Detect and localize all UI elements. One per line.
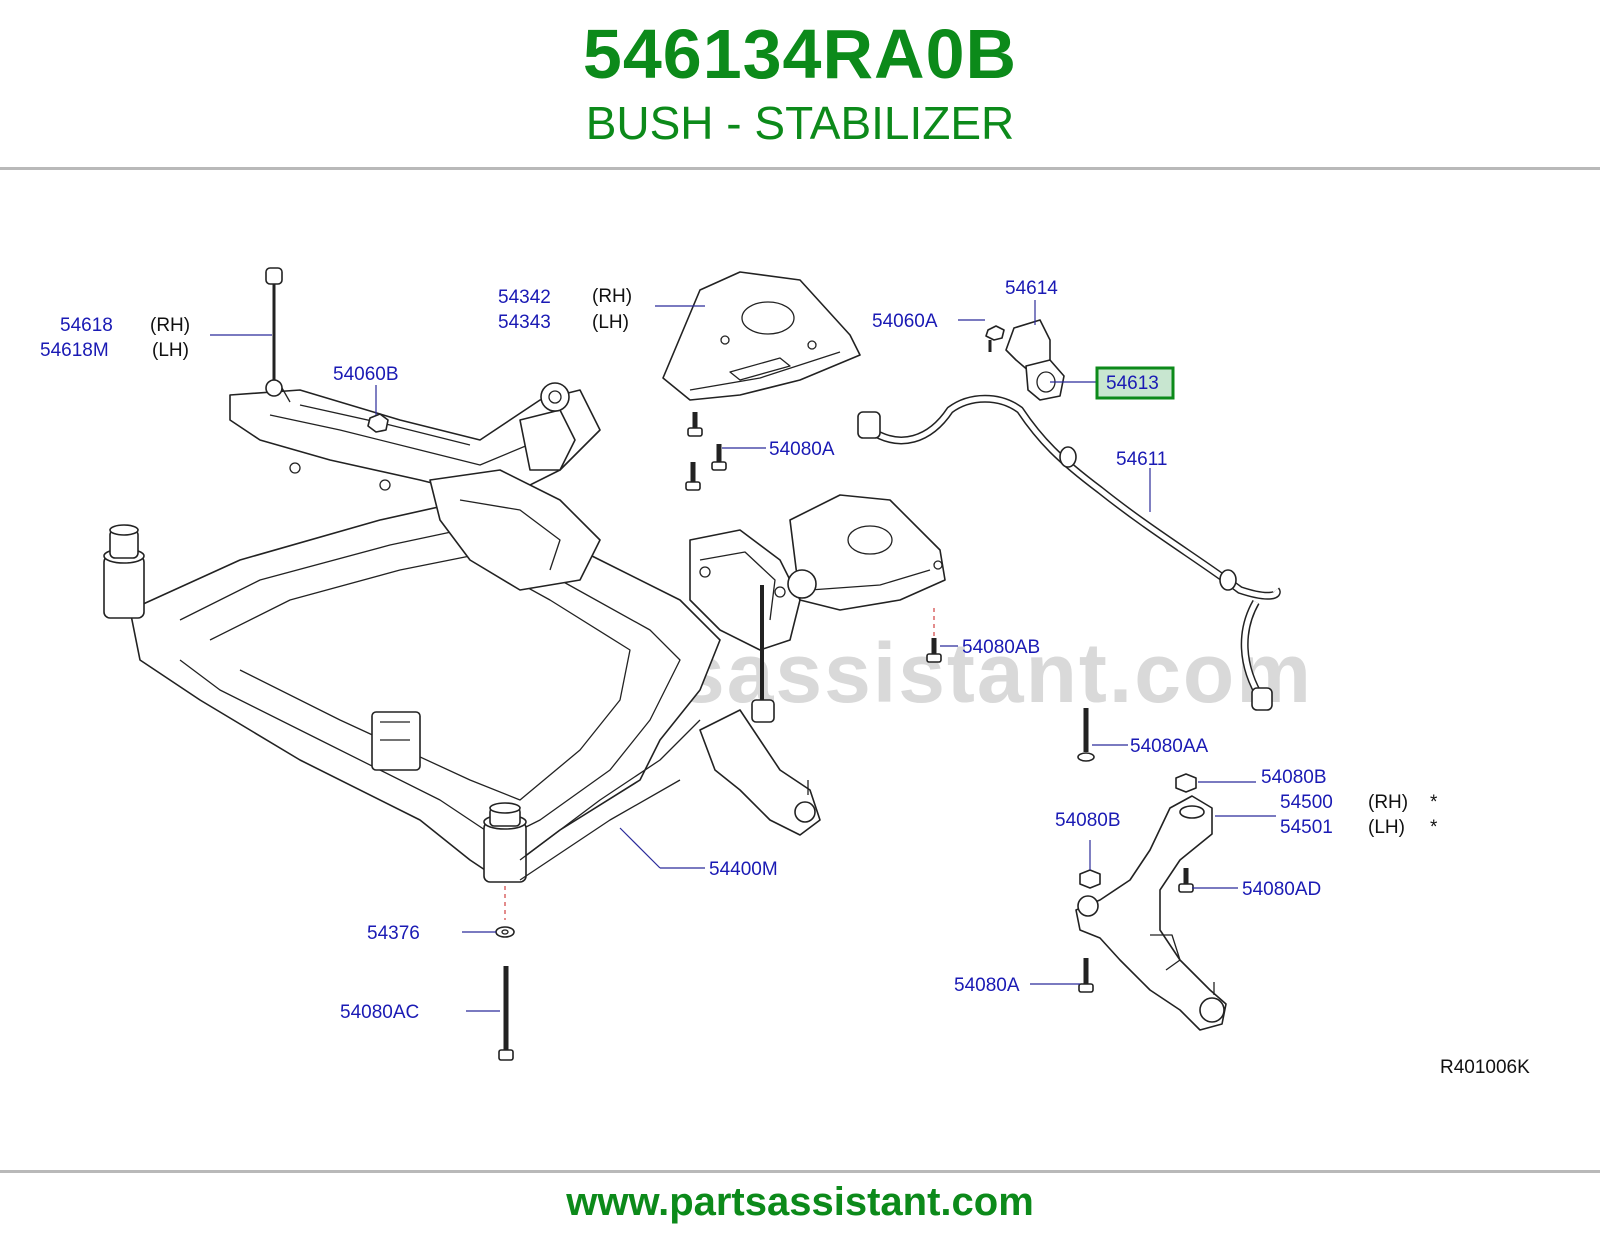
callout-54342: 54342 <box>498 287 551 308</box>
callout-54500: 54500 <box>1280 792 1333 813</box>
part-name-subtitle: BUSH - STABILIZER <box>585 97 1015 149</box>
callout-54080A-bottom: 54080A <box>954 975 1020 996</box>
left-mount-bushing <box>103 524 145 619</box>
stabilizer-link-drawing <box>265 267 291 403</box>
callout-54060B: 54060B <box>333 364 399 385</box>
diagram-reference-code: R401006K <box>1440 1057 1530 1078</box>
callout-54080B-left: 54080B <box>1055 810 1121 831</box>
callout-54501: 54501 <box>1280 817 1333 838</box>
footer-divider <box>0 1170 1600 1173</box>
callout-54611: 54611 <box>1116 449 1167 470</box>
footer-website-link[interactable]: www.partsassistant.com <box>566 1180 1034 1224</box>
bolt-54080AC <box>498 966 514 1061</box>
callout-54501-mark: * <box>1430 817 1438 838</box>
callout-54080B-top: 54080B <box>1261 767 1327 788</box>
callout-54618-side: (RH) <box>150 315 190 336</box>
callout-54400M: 54400M <box>709 859 778 880</box>
callout-54618: 54618 <box>60 315 113 336</box>
lower-arm-under-subframe <box>699 709 821 836</box>
callout-54342-side: (RH) <box>592 286 632 307</box>
bolts-54080A-top <box>685 412 727 491</box>
callout-54501-side: (LH) <box>1368 817 1405 838</box>
callout-54500-mark: * <box>1430 792 1438 813</box>
subframe-plate-drawing <box>662 271 861 401</box>
callout-54613[interactable]: 54613 <box>1106 373 1159 394</box>
page-header: 546134RA0B BUSH - STABILIZER <box>0 0 1600 168</box>
rear-mount-bushing <box>483 802 527 883</box>
callout-54080AD: 54080AD <box>1242 879 1321 900</box>
parts-diagram: 54618 (RH) 54618M (LH) 54060B 54342 (RH)… <box>0 170 1600 1170</box>
transverse-link-drawing <box>1075 795 1227 1031</box>
stabilizer-bush-54613 <box>1025 359 1065 401</box>
stabilizer-bar-drawing <box>857 394 1281 711</box>
subframe-drawing <box>103 382 946 883</box>
callout-54500-side: (RH) <box>1368 792 1408 813</box>
callout-54614: 54614 <box>1005 278 1058 299</box>
part-number-title: 546134RA0B <box>582 15 1018 93</box>
callout-54080AA: 54080AA <box>1130 736 1209 757</box>
bolt-54080AB <box>926 608 942 663</box>
lower-arm-fasteners <box>1078 773 1197 993</box>
bolt-54080AA <box>1077 708 1095 762</box>
stabilizer-link-right-drawing <box>751 569 817 723</box>
callout-54343: 54343 <box>498 312 551 333</box>
callout-54080A-top: 54080A <box>769 439 835 460</box>
washer-54376 <box>495 886 515 938</box>
callout-54618M-side: (LH) <box>152 340 189 361</box>
callout-54060A: 54060A <box>872 311 938 332</box>
callout-54080AC: 54080AC <box>340 1002 419 1023</box>
callout-54618M: 54618M <box>40 340 109 361</box>
callout-54080AB: 54080AB <box>962 637 1040 658</box>
callout-54343-side: (LH) <box>592 312 629 333</box>
header-divider <box>0 167 1600 170</box>
callout-54376: 54376 <box>367 923 420 944</box>
callout-54613-highlight[interactable]: 54613 <box>1095 366 1175 400</box>
leader-lines <box>210 300 1276 1012</box>
nut-54060B <box>367 413 389 433</box>
